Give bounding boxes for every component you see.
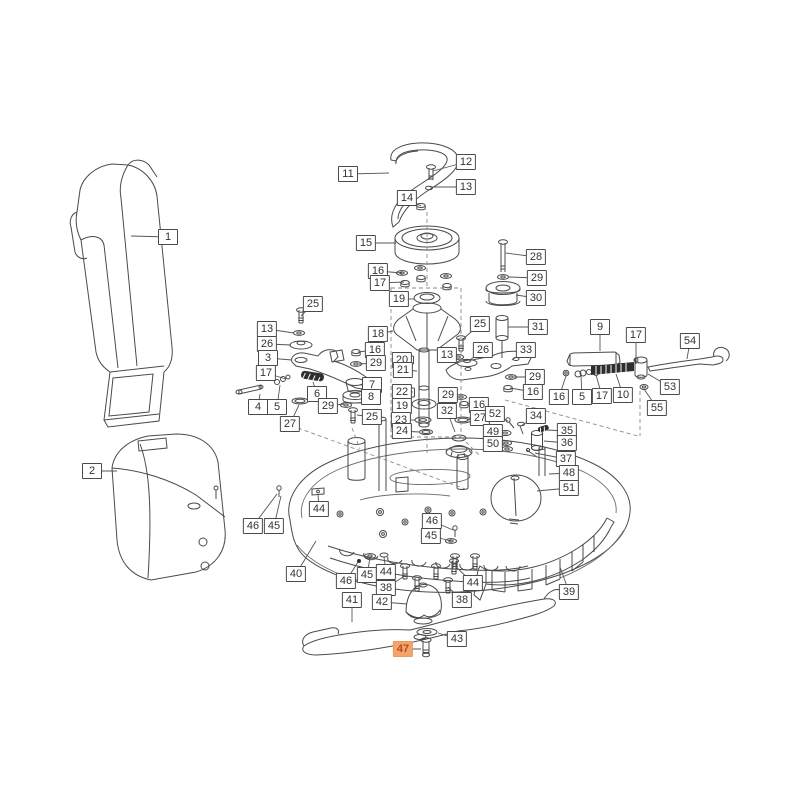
part-callout-45[interactable]: 45 — [356, 567, 378, 583]
part-callout-26[interactable]: 26 — [472, 342, 494, 358]
part-callout-45[interactable]: 45 — [263, 518, 285, 534]
part-callout-45[interactable]: 45 — [420, 528, 442, 544]
part-callout-29[interactable]: 29 — [526, 270, 548, 286]
part-callout-16[interactable]: 16 — [522, 384, 544, 400]
part-callout-46[interactable]: 46 — [421, 513, 443, 529]
part-callout-33[interactable]: 33 — [515, 342, 537, 358]
part-callout-32[interactable]: 32 — [436, 403, 458, 419]
part-callout-52[interactable]: 52 — [484, 406, 506, 422]
part-callout-34[interactable]: 34 — [525, 408, 547, 424]
part-callout-38[interactable]: 38 — [375, 580, 397, 596]
part-callout-46[interactable]: 46 — [242, 518, 264, 534]
part-callout-54[interactable]: 54 — [679, 333, 701, 349]
assembly-axis-lines — [297, 212, 641, 491]
part-callout-46[interactable]: 46 — [335, 573, 357, 589]
part-callout-24[interactable]: 24 — [391, 423, 413, 439]
engagement-rod-drawing — [562, 347, 730, 390]
part-callout-17[interactable]: 17 — [591, 388, 613, 404]
part-callout-17[interactable]: 17 — [255, 365, 277, 381]
part-callout-29[interactable]: 29 — [437, 387, 459, 403]
part-callout-28[interactable]: 28 — [525, 249, 547, 265]
part-callout-13[interactable]: 13 — [436, 347, 458, 363]
part-callout-44[interactable]: 44 — [375, 564, 397, 580]
spring-6-drawing — [301, 370, 324, 385]
spring-10-drawing — [591, 362, 634, 375]
part-callout-17[interactable]: 17 — [369, 275, 391, 291]
tensioner-pulley-column-drawing — [445, 239, 533, 393]
part-callout-25[interactable]: 25 — [302, 296, 324, 312]
part-callout-13[interactable]: 13 — [256, 321, 278, 337]
part-callout-8[interactable]: 8 — [361, 389, 381, 405]
part-callout-17[interactable]: 17 — [625, 327, 647, 343]
part-callout-47[interactable]: 47 — [392, 641, 414, 657]
part-callout-27[interactable]: 27 — [279, 416, 301, 432]
part-callout-3[interactable]: 3 — [258, 350, 278, 366]
part-callout-53[interactable]: 53 — [659, 379, 681, 395]
part-callout-5[interactable]: 5 — [267, 399, 287, 415]
part-callout-22[interactable]: 22 — [391, 384, 413, 400]
part-callout-39[interactable]: 39 — [558, 584, 580, 600]
part-callout-30[interactable]: 30 — [525, 290, 547, 306]
part-callout-44[interactable]: 44 — [462, 575, 484, 591]
part-callout-1[interactable]: 1 — [158, 229, 178, 245]
part-callout-48[interactable]: 48 — [558, 465, 580, 481]
part-callout-18[interactable]: 18 — [367, 326, 389, 342]
part-callout-36[interactable]: 36 — [556, 435, 578, 451]
part-callout-50[interactable]: 50 — [482, 436, 504, 452]
part-callout-55[interactable]: 55 — [646, 400, 668, 416]
part-callout-9[interactable]: 9 — [590, 319, 610, 335]
part-callout-11[interactable]: 11 — [338, 166, 358, 182]
part-callout-25[interactable]: 25 — [361, 409, 383, 425]
part-callout-25[interactable]: 25 — [469, 316, 491, 332]
part-callout-43[interactable]: 43 — [446, 631, 468, 647]
part-callout-4[interactable]: 4 — [248, 399, 268, 415]
deflector-drawing — [111, 433, 226, 581]
part-callout-40[interactable]: 40 — [285, 566, 307, 582]
part-callout-19[interactable]: 19 — [388, 291, 410, 307]
left-idler-cluster-drawing — [235, 307, 375, 405]
part-callout-41[interactable]: 41 — [341, 592, 363, 608]
part-callout-38[interactable]: 38 — [451, 592, 473, 608]
discharge-chute-drawing — [69, 159, 173, 428]
part-callout-14[interactable]: 14 — [396, 190, 418, 206]
part-callout-5[interactable]: 5 — [572, 389, 592, 405]
part-callout-16[interactable]: 16 — [468, 397, 490, 413]
part-callout-21[interactable]: 21 — [392, 362, 414, 378]
part-callout-44[interactable]: 44 — [308, 501, 330, 517]
part-callout-13[interactable]: 13 — [455, 179, 477, 195]
top-fastener-drawings — [416, 164, 436, 211]
part-callout-29[interactable]: 29 — [365, 355, 387, 371]
part-callout-2[interactable]: 2 — [82, 463, 102, 479]
part-callout-31[interactable]: 31 — [527, 319, 549, 335]
baffle-drawing — [473, 517, 615, 601]
part-callout-29[interactable]: 29 — [317, 398, 339, 414]
part-callout-16[interactable]: 16 — [548, 389, 570, 405]
part-callout-51[interactable]: 51 — [558, 480, 580, 496]
part-callout-10[interactable]: 10 — [612, 387, 634, 403]
part-callout-19[interactable]: 19 — [391, 398, 413, 414]
part-callout-12[interactable]: 12 — [455, 154, 477, 170]
part-callout-42[interactable]: 42 — [371, 594, 393, 610]
blade-assembly-drawing — [302, 582, 561, 658]
part-callout-29[interactable]: 29 — [524, 369, 546, 385]
part-callout-15[interactable]: 15 — [355, 235, 377, 251]
